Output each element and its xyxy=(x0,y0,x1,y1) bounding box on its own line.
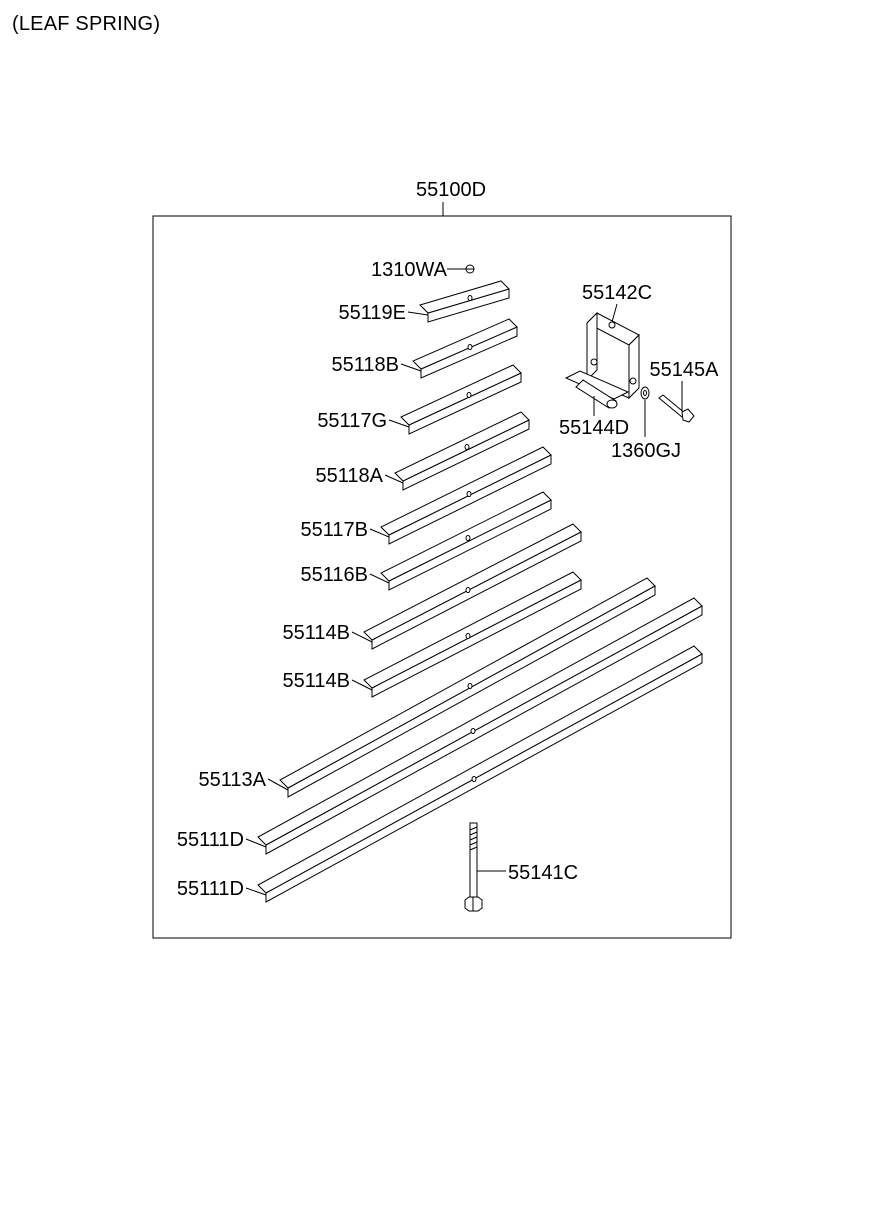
center-bolt-part: 55141C xyxy=(464,822,578,912)
leaf-face xyxy=(419,280,510,314)
center-bolt-label: 55141C xyxy=(508,862,578,884)
leaf-10: 55111D xyxy=(177,597,703,855)
leader-line xyxy=(369,573,390,584)
washer-part: 1360GJ xyxy=(611,386,681,462)
leaf-label: 55118A xyxy=(316,465,384,487)
leaf-2: 55118B xyxy=(332,318,518,379)
leaf-face xyxy=(380,446,552,536)
leaf-7: 55114B xyxy=(283,523,582,650)
center-hole xyxy=(467,344,473,350)
nut-label: 1310WA xyxy=(371,259,448,281)
clamp-part: 55142C xyxy=(564,282,652,400)
leader-line xyxy=(369,528,390,538)
center-hole xyxy=(466,491,472,497)
leaf-9: 55113A xyxy=(199,577,656,798)
spacer-label: 55144D xyxy=(559,417,629,439)
leaf-8: 55114B xyxy=(283,571,582,698)
page-title: (LEAF SPRING) xyxy=(12,13,161,35)
leaf-face xyxy=(412,318,518,370)
leader-line xyxy=(245,838,267,848)
center-hole xyxy=(465,587,471,593)
leaf-label: 55111D xyxy=(177,829,244,851)
leaf-face xyxy=(363,571,582,689)
leaf-label: 55114B xyxy=(283,622,350,644)
leaf-face xyxy=(363,523,582,641)
leaf-stack: 55119E 55118B 55117G 55118A 55117B 55116B 5511… xyxy=(177,280,703,903)
assembly-frame xyxy=(152,215,732,939)
leaf-face xyxy=(394,411,530,482)
leader-line xyxy=(388,419,410,428)
leaf-face xyxy=(279,577,656,789)
leaf-4: 55118A xyxy=(316,411,530,491)
center-hole xyxy=(465,535,471,541)
leaf-6: 55116B xyxy=(301,491,552,591)
leader-line xyxy=(267,778,289,791)
leader-line xyxy=(400,363,422,372)
leader-line xyxy=(407,311,429,316)
center-hole xyxy=(467,683,473,689)
leader-line xyxy=(351,679,373,691)
spacer-part: 55144D xyxy=(559,379,629,439)
leaf-label: 55111D xyxy=(177,878,244,900)
leaf-label: 55119E xyxy=(339,302,406,324)
leaf-label: 55113A xyxy=(199,769,267,791)
clamp-label: 55142C xyxy=(582,282,652,304)
leaf-label: 55117B xyxy=(301,519,368,541)
leader-line xyxy=(351,631,373,643)
bolt-label: 55145A xyxy=(650,359,720,381)
assembly-label: 55100D xyxy=(416,179,486,201)
leaf-label: 55116B xyxy=(301,564,368,586)
leaf-5: 55117B xyxy=(301,446,552,545)
nut-part: 1310WA xyxy=(371,259,475,281)
leaf-label: 55114B xyxy=(283,670,350,692)
leader-line xyxy=(245,887,267,896)
leaf-face xyxy=(400,364,522,426)
leaf-face xyxy=(257,645,703,894)
center-hole xyxy=(470,728,476,734)
leaf-3: 55117G xyxy=(317,364,522,435)
leaf-1: 55119E xyxy=(339,280,510,324)
center-hole xyxy=(466,392,472,398)
bolt-part: 55145A xyxy=(650,359,720,423)
leader-line xyxy=(384,474,404,484)
leaf-label: 55117G xyxy=(317,410,387,432)
center-hole xyxy=(467,295,473,301)
leaf-11: 55111D xyxy=(177,645,703,903)
center-hole xyxy=(465,633,471,639)
leaf-face xyxy=(257,597,703,846)
washer-label: 1360GJ xyxy=(611,440,681,462)
center-hole xyxy=(471,776,477,782)
center-hole xyxy=(464,444,470,450)
leaf-label: 55118B xyxy=(332,354,399,376)
